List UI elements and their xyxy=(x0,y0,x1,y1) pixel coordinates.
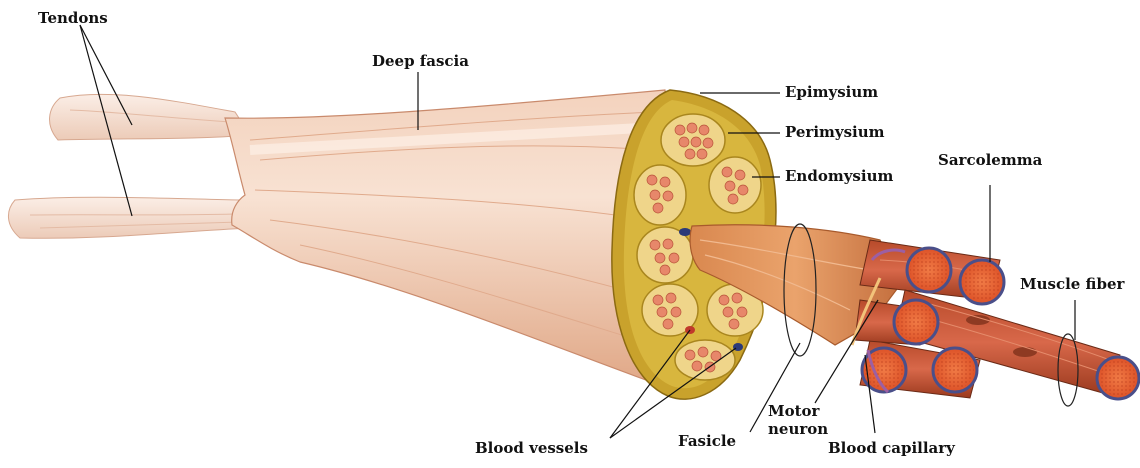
label-perimysium: Perimysium xyxy=(785,124,885,141)
label-tendons: Tendons xyxy=(38,10,108,27)
label-fasicle: Fasicle xyxy=(678,433,736,450)
label-neuron: neuron xyxy=(768,421,828,438)
label-blood-capillary: Blood capillary xyxy=(828,440,955,457)
label-sarcolemma: Sarcolemma xyxy=(938,152,1042,169)
label-muscle-fiber: Muscle fiber xyxy=(1020,276,1124,293)
label-motor: Motor xyxy=(768,403,819,420)
label-endomysium: Endomysium xyxy=(785,168,893,185)
label-deep-fascia: Deep fascia xyxy=(372,53,469,70)
tendons-shape xyxy=(8,94,250,238)
label-blood-vessels: Blood vessels xyxy=(475,440,588,457)
label-epimysium: Epimysium xyxy=(785,84,878,101)
